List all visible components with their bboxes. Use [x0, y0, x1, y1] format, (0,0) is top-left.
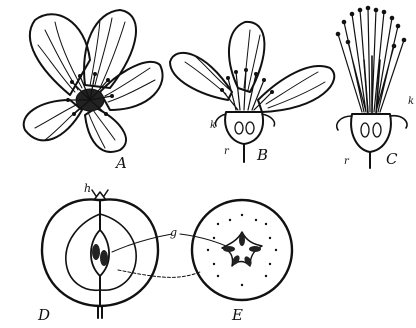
label-r-receptacle-b: r — [224, 146, 230, 157]
panel-label-a: A — [114, 154, 127, 172]
panel-label-d: D — [37, 306, 50, 324]
flower-a-drawing — [24, 10, 163, 152]
flower-b-drawing — [170, 22, 334, 162]
apple-cross-section-drawing — [192, 200, 292, 300]
panel-label-b: B — [256, 146, 268, 164]
label-k-sepal-c: k — [408, 96, 414, 107]
label-g-core: g — [170, 226, 177, 239]
label-k-sepal-b: k — [210, 120, 216, 131]
label-g-leader-lines — [112, 234, 226, 277]
apple-longitudinal-drawing — [42, 190, 158, 318]
flower-c-drawing — [336, 6, 407, 168]
panel-label-e: E — [231, 306, 243, 324]
label-h-calyx: h — [84, 182, 91, 195]
label-r-receptacle-c: r — [344, 156, 350, 167]
panel-label-c: C — [386, 150, 398, 168]
